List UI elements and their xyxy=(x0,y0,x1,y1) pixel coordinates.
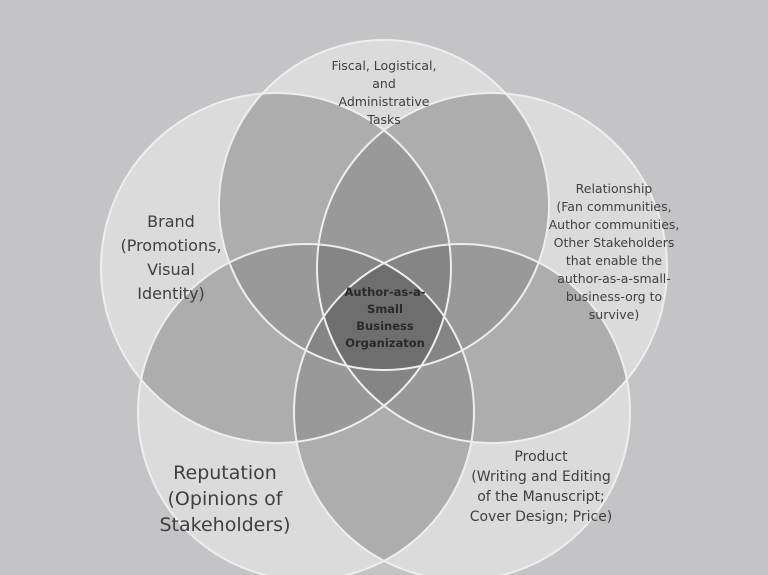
label-line: Small xyxy=(367,302,403,316)
label-line: that enable the xyxy=(565,253,663,268)
label-line: (Opinions of xyxy=(167,488,283,510)
label-line: Administrative xyxy=(338,94,430,109)
label-line: Reputation xyxy=(173,462,277,484)
label-line: Visual xyxy=(147,260,195,279)
label-line: and xyxy=(372,76,396,91)
label-line: Other Stakeholders xyxy=(553,235,675,250)
venn-circle-brand xyxy=(100,92,452,444)
venn-circle-fiscal xyxy=(218,39,550,371)
circle-label-product: Product (Writing and Editing of the Manusc… xyxy=(460,447,622,527)
label-line: Author-as-a- xyxy=(344,285,426,299)
label-line: Organizaton xyxy=(345,336,425,350)
label-line: (Promotions, xyxy=(120,236,222,255)
label-line: Identity) xyxy=(137,284,205,303)
venn-outlines xyxy=(100,39,668,575)
circle-label-relationship: Relationship (Fan communities, Author comm… xyxy=(544,180,684,324)
label-line: Stakeholders) xyxy=(159,514,291,536)
venn-circle-relationship xyxy=(316,92,668,444)
label-line: Fiscal, Logistical, xyxy=(331,58,437,73)
label-line: survive) xyxy=(588,307,640,322)
venn-circle-reputation xyxy=(137,243,475,575)
venn-circle-product xyxy=(293,243,631,575)
label-line: Product xyxy=(514,449,568,465)
label-line: Tasks xyxy=(367,112,401,127)
label-line: Author communities, xyxy=(548,217,680,232)
label-line: Business xyxy=(356,319,414,333)
label-line: author-as-a-small- xyxy=(557,271,671,286)
label-line: of the Manuscript; xyxy=(477,489,605,505)
label-line: business-org to xyxy=(565,289,663,304)
label-line: (Fan communities, xyxy=(556,199,672,214)
label-line: (Writing and Editing xyxy=(471,469,611,485)
label-line: Relationship xyxy=(575,181,653,196)
label-line: Cover Design; Price) xyxy=(469,509,613,525)
label-line: Brand xyxy=(147,212,195,231)
circle-label-reputation: Reputation (Opinions of Stakeholders) xyxy=(150,460,300,538)
